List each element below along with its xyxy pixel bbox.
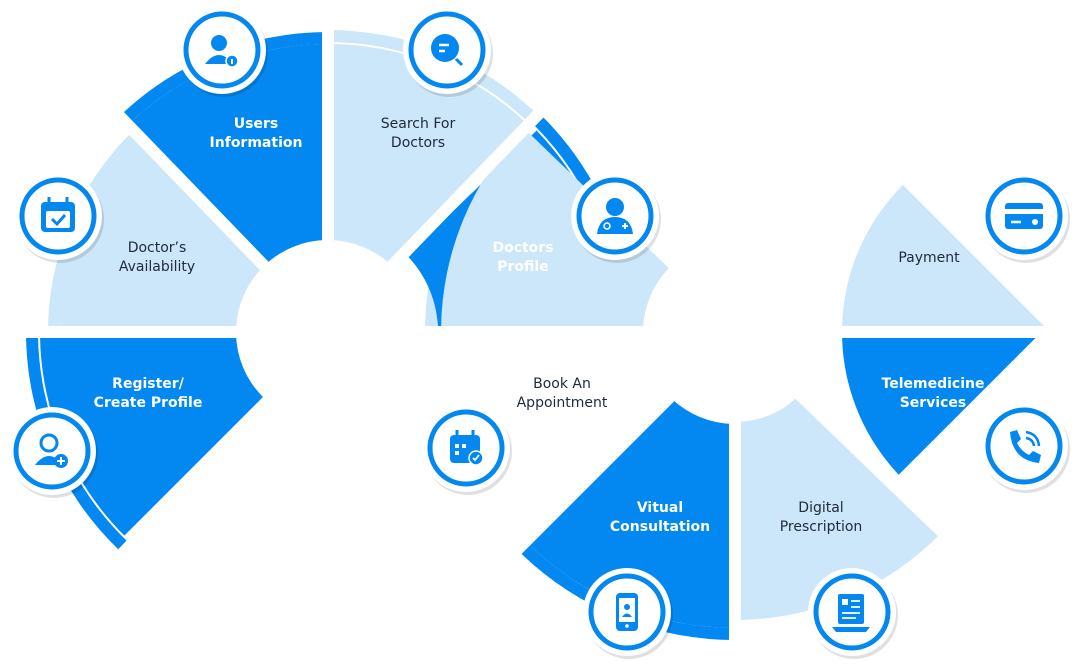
rim-book <box>425 116 521 332</box>
segment-telemedicine[interactable] <box>842 332 1050 482</box>
segment-label-line: Users <box>234 116 278 132</box>
hub-left <box>238 242 418 422</box>
rim-register <box>26 337 127 550</box>
segment-label-line: Availability <box>119 259 195 275</box>
hub-right <box>645 242 825 422</box>
segment-virtual[interactable] <box>529 398 734 628</box>
segment-payment[interactable] <box>842 184 1050 332</box>
segment-label-line: Consultation <box>610 519 710 535</box>
laptop-document-icon <box>832 594 870 632</box>
separator <box>111 108 270 272</box>
segment-payment-shape <box>842 184 1050 332</box>
rim-users-info <box>119 32 329 125</box>
badge-users-info[interactable] <box>178 6 268 97</box>
badge-register[interactable] <box>8 407 98 498</box>
segment-label-register: Register/Create Profile <box>94 376 203 411</box>
phone-video-icon <box>616 593 638 631</box>
segment-label-line: Telemedicine <box>882 376 985 392</box>
calendar-book-icon <box>450 430 484 466</box>
segment-label-line: Appointment <box>517 395 608 411</box>
segment-label-line: Services <box>900 395 967 411</box>
segment-search-shape <box>329 44 525 265</box>
segment-book[interactable] <box>441 127 669 331</box>
badge-book[interactable] <box>422 404 512 495</box>
badge-availability[interactable] <box>14 172 104 263</box>
segment-users-info[interactable] <box>131 44 327 265</box>
segment-telemedicine-shape <box>842 332 1050 482</box>
segments-layer <box>23 27 1055 644</box>
separator <box>795 390 964 554</box>
segment-label-line: Book An <box>533 376 591 392</box>
segment-prescription-shape <box>735 345 943 620</box>
badge-payment[interactable] <box>980 172 1070 263</box>
badge-virtual[interactable] <box>583 568 673 659</box>
segment-label-line: Payment <box>898 250 960 266</box>
segment-label-line: Doctor’s <box>128 240 187 256</box>
segment-label-line: Profile <box>497 259 548 275</box>
badges-layer <box>8 6 1070 659</box>
separator <box>893 327 1055 489</box>
doctor-icon <box>597 198 633 234</box>
segment-label-line: Digital <box>798 500 843 516</box>
segment-label-book: Book An Appointment <box>517 376 608 411</box>
segment-label-line: Create Profile <box>94 395 203 411</box>
segment-virtual-shape <box>529 398 734 628</box>
badge-prescription[interactable] <box>808 568 898 659</box>
badge-search[interactable] <box>403 6 493 97</box>
segment-book-shape <box>441 127 669 331</box>
calendar-check-icon <box>41 197 75 232</box>
segment-users-info-shape <box>131 44 327 265</box>
segment-search[interactable] <box>329 44 525 265</box>
separator <box>510 391 676 557</box>
segment-label-line: Doctors <box>391 135 445 151</box>
segment-label-line: Prescription <box>780 519 863 535</box>
segment-register[interactable] <box>40 333 263 536</box>
badge-ring <box>985 407 1063 485</box>
credit-card-icon <box>1005 203 1043 229</box>
segment-availability[interactable] <box>60 142 263 331</box>
segment-label-line: Search For <box>381 116 456 132</box>
phone-call-icon <box>1010 430 1041 463</box>
rim-search <box>328 30 538 124</box>
segment-register-shape <box>40 333 263 536</box>
badge-telemedicine[interactable] <box>980 402 1070 493</box>
segment-label-line: Information <box>210 135 303 151</box>
separator <box>386 108 545 272</box>
badge-doctors-profile[interactable] <box>571 172 661 263</box>
segment-label-payment: Payment <box>898 250 960 266</box>
segment-label-line: Doctors <box>492 240 553 256</box>
segment-label-line: Vitual <box>637 500 683 516</box>
segment-label-line: Register/ <box>112 376 185 392</box>
segment-availability-shape <box>60 142 263 331</box>
segment-prescription[interactable] <box>735 345 943 620</box>
search-chat-icon <box>431 34 464 67</box>
user-info-icon <box>205 35 239 68</box>
user-add-icon <box>35 433 68 468</box>
rim-virtual <box>521 544 735 640</box>
